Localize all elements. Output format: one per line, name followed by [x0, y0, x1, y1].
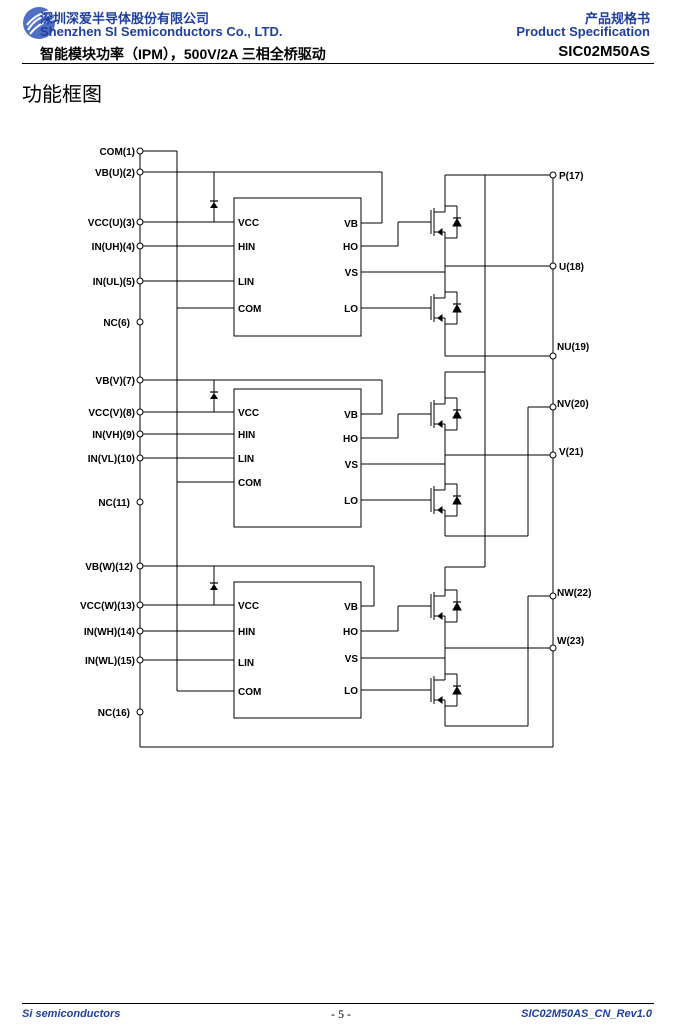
company-name-cn: 深圳深爱半导体股份有限公司 [40, 11, 210, 26]
company-logo [23, 7, 55, 39]
pin-label: P(17) [559, 171, 583, 182]
pin-label: IN(UL)(5) [93, 277, 135, 288]
pin-label: VCC(W)(13) [80, 601, 135, 612]
driver-label: HO [343, 242, 358, 253]
pin-label: NC(16) [98, 708, 130, 719]
pin-label: U(18) [559, 262, 584, 273]
driver-label: LIN [238, 454, 254, 465]
driver-label: LIN [238, 658, 254, 669]
driver-label: HIN [238, 627, 255, 638]
pin-label: VB(V)(7) [96, 376, 135, 387]
doc-type-en: Product Specification [516, 24, 650, 39]
section-title: 功能框图 [22, 84, 102, 106]
company-name-en: Shenzhen SI Semiconductors Co., LTD. [40, 24, 283, 39]
doc-type-cn: 产品规格书 [584, 11, 650, 26]
pin-label: VB(U)(2) [95, 168, 135, 179]
driver-label: VS [345, 460, 359, 471]
pin-label: NC(11) [98, 498, 130, 509]
driver-label: VCC [238, 601, 259, 612]
footer-company: Si semiconductors [22, 1008, 121, 1020]
pin-label: COM(1) [99, 147, 135, 158]
driver-label: VB [344, 219, 358, 230]
pin-label: NU(19) [557, 342, 589, 353]
pin-label: IN(VH)(9) [92, 430, 135, 441]
driver-label: LO [344, 304, 358, 315]
driver-label: COM [238, 478, 261, 489]
pin-label: NV(20) [557, 399, 589, 410]
product-description: 智能模块功率（IPM），500V/2A 三相全桥驱动 [40, 46, 326, 62]
pin-label: W(23) [557, 636, 584, 647]
driver-label: HO [343, 627, 358, 638]
driver-label: VB [344, 410, 358, 421]
driver-label: VS [345, 654, 359, 665]
driver-label: LIN [238, 277, 254, 288]
pin-label: IN(UH)(4) [92, 242, 135, 253]
page-number: - 5 - [331, 1007, 351, 1021]
driver-label: HIN [238, 430, 255, 441]
pin-label: VB(W)(12) [85, 562, 133, 573]
pin-label: IN(WL)(15) [85, 656, 135, 667]
driver-label: VS [345, 268, 359, 279]
driver-label: VB [344, 602, 358, 613]
driver-label: VCC [238, 218, 259, 229]
driver-label: HIN [238, 242, 255, 253]
driver-label: COM [238, 304, 261, 315]
driver-label: COM [238, 687, 261, 698]
pin-label: V(21) [559, 447, 583, 458]
driver-label: VCC [238, 408, 259, 419]
footer-rule [22, 1003, 654, 1004]
pin-label: IN(VL)(10) [88, 454, 135, 465]
pin-label: VCC(V)(8) [88, 408, 135, 419]
header-rule [22, 63, 654, 64]
pin-label: IN(WH)(14) [84, 627, 135, 638]
driver-label: HO [343, 434, 358, 445]
footer-doc-id: SIC02M50AS_CN_Rev1.0 [521, 1008, 652, 1020]
driver-label: LO [344, 686, 358, 697]
part-number: SIC02M50AS [558, 43, 650, 60]
pin-label: VCC(U)(3) [88, 218, 135, 229]
driver-label: LO [344, 496, 358, 507]
pin-label: NC(6) [103, 318, 130, 329]
pin-label: NW(22) [557, 588, 591, 599]
